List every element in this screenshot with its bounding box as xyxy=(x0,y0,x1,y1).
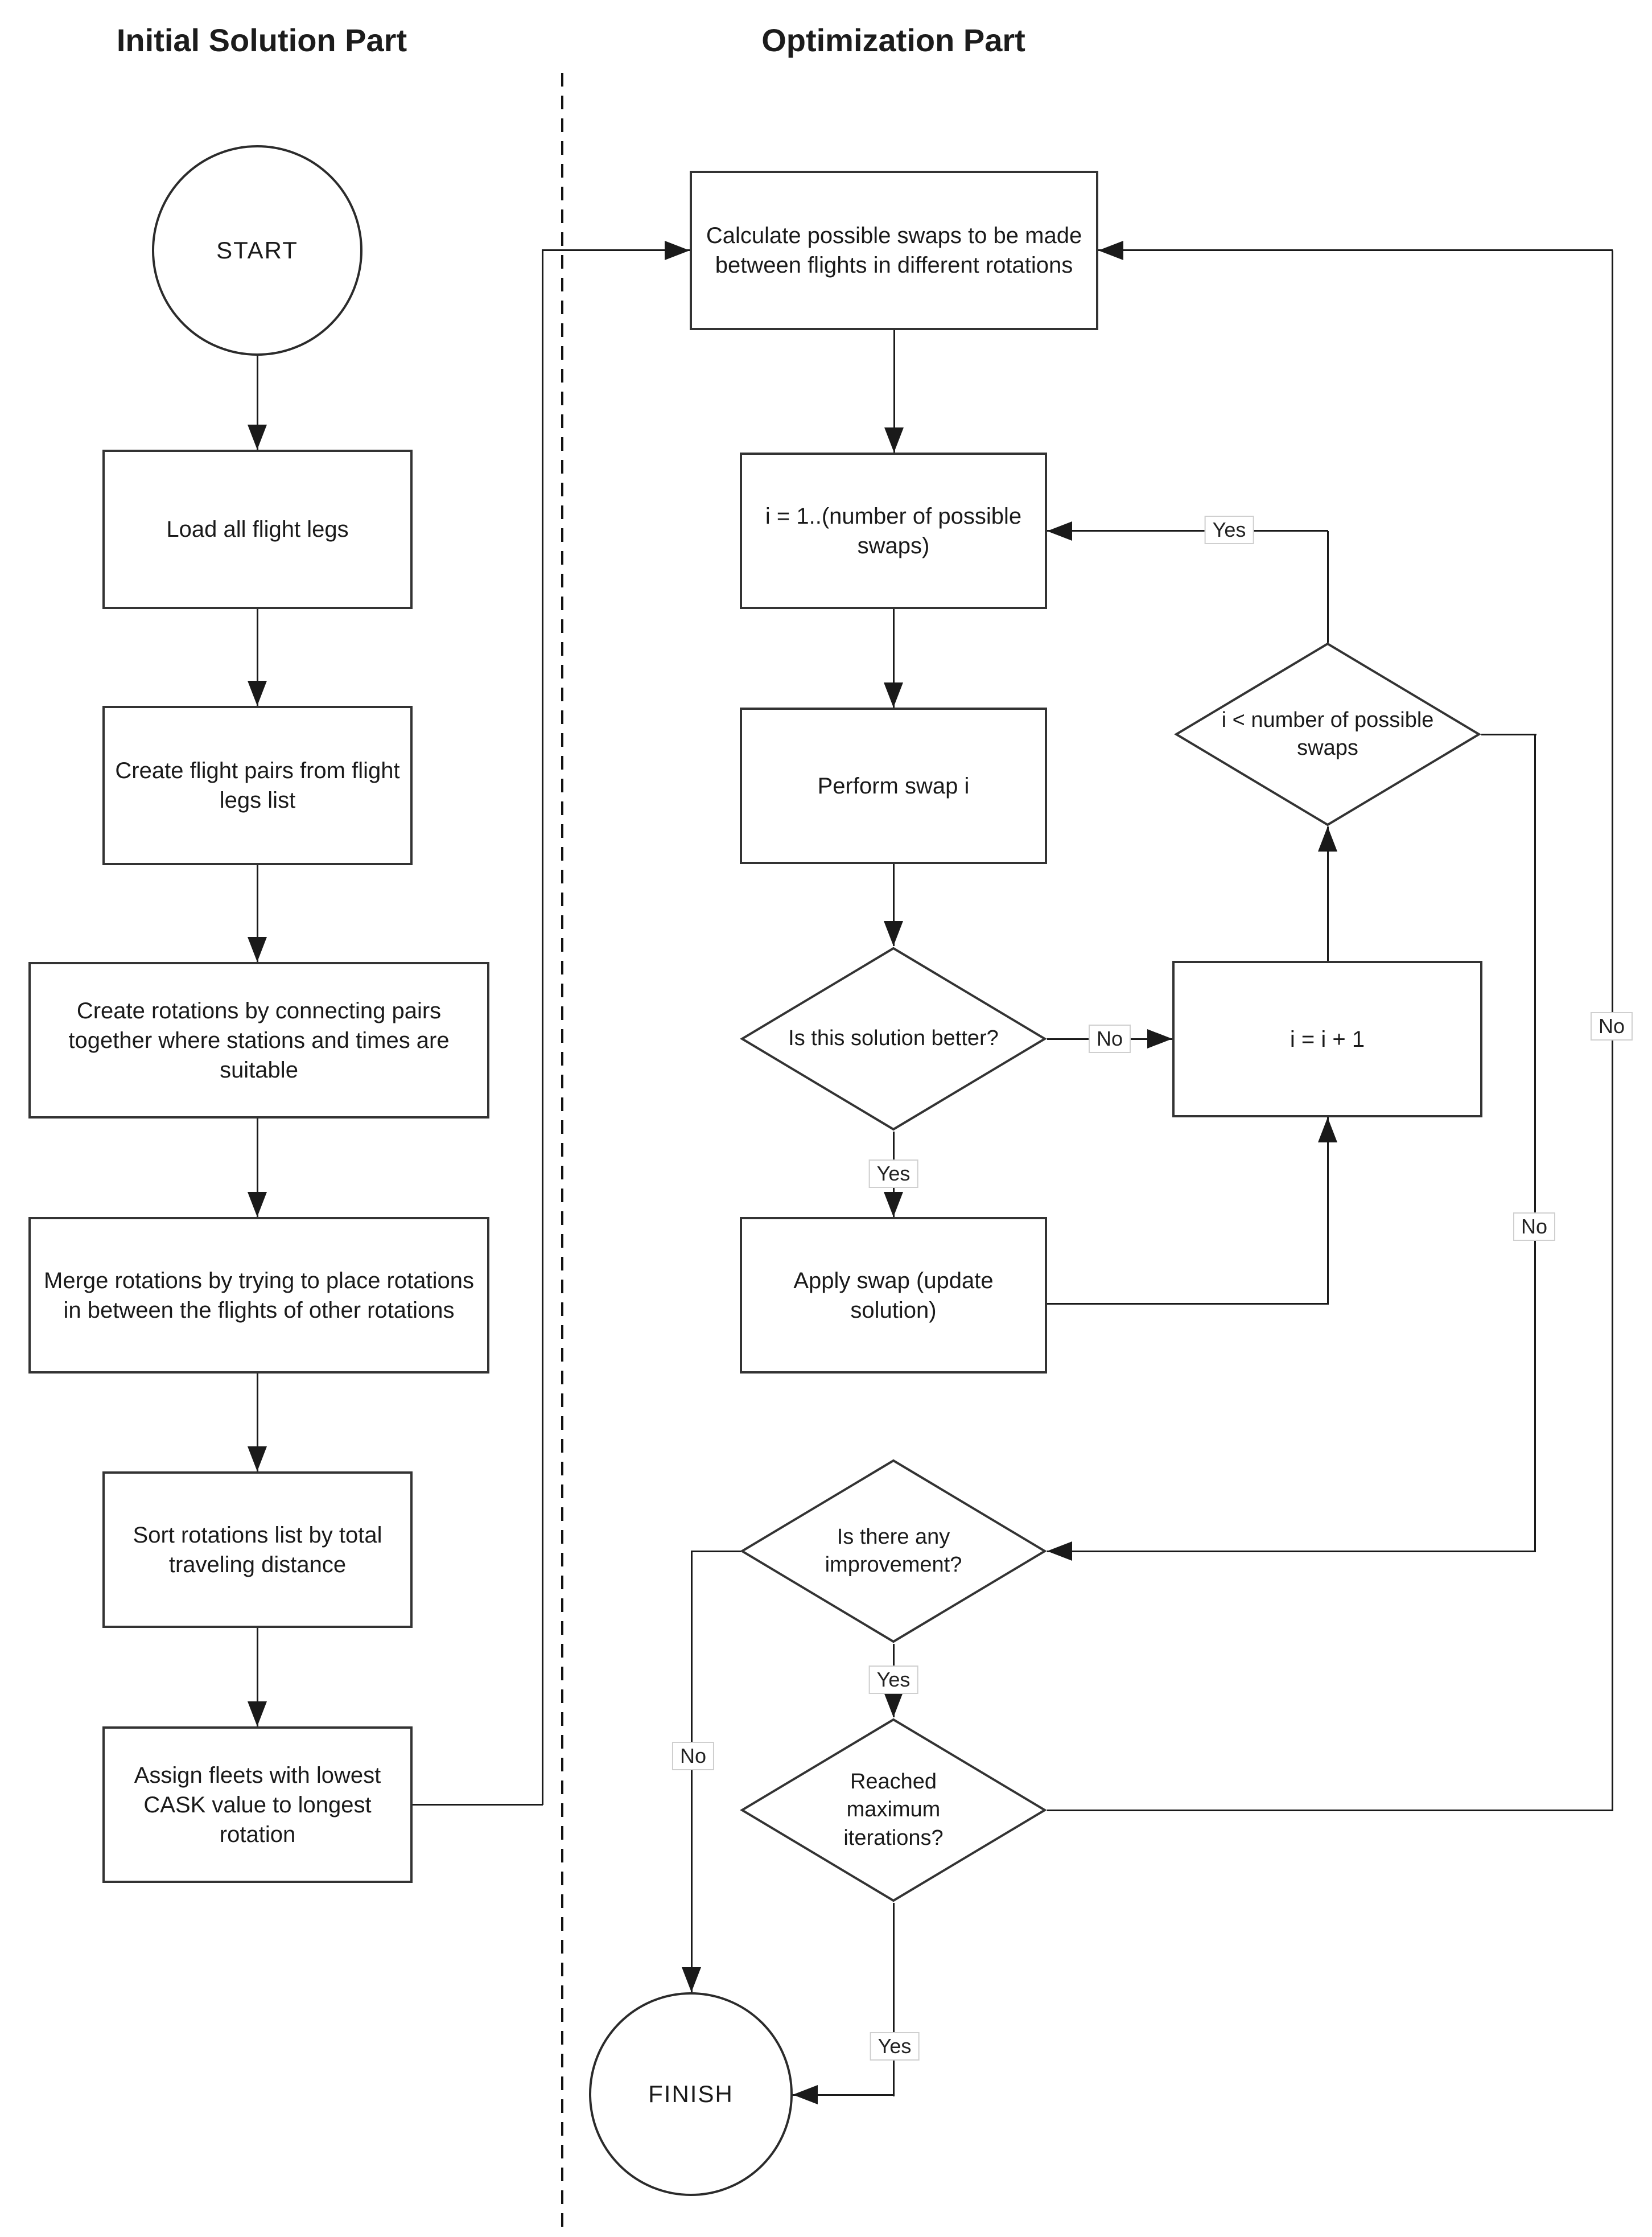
arrowhead-less-improve xyxy=(1047,1541,1072,1561)
arrowhead-incr-less xyxy=(1318,826,1337,852)
edge-reached-calc-h2 xyxy=(1098,249,1613,251)
node-merge-rotations: Merge rotations by trying to place rotat… xyxy=(28,1217,489,1374)
edge-rotations-merge xyxy=(257,1118,258,1217)
arrowhead-start-load xyxy=(248,425,267,450)
arrowhead-calc-iter xyxy=(884,427,904,453)
edge-merge-sort xyxy=(257,1374,258,1471)
edge-label-better-no: No xyxy=(1088,1025,1131,1053)
arrowhead-better-apply xyxy=(884,1192,903,1217)
node-decision-max-iterations: Reached maximum iterations? xyxy=(740,1717,1047,1903)
arrowhead-pairs-rotations xyxy=(248,937,267,962)
node-start-label: START xyxy=(216,237,298,264)
arrowhead-sort-assign xyxy=(248,1701,267,1726)
node-decision-i-less-than-swaps-text: i < number of possible swaps xyxy=(1174,642,1481,827)
node-calculate-swaps: Calculate possible swaps to be made betw… xyxy=(690,171,1098,330)
section-divider-dashed-line xyxy=(561,73,563,2231)
node-create-rotations-label: Create rotations by connecting pairs tog… xyxy=(68,998,450,1083)
arrowhead-rotations-merge xyxy=(248,1192,267,1217)
edge-label-less-yes: Yes xyxy=(1204,516,1254,544)
edge-less-iter-v xyxy=(1327,531,1329,643)
section-title-optimization: Optimization Part xyxy=(761,22,1025,58)
arrowhead-less-iter xyxy=(1047,521,1072,541)
arrowhead-reached-finish xyxy=(793,2085,818,2104)
edge-label-reached-no: No xyxy=(1590,1012,1633,1041)
edge-apply-incr-v xyxy=(1327,1117,1329,1304)
edge-reached-calc-h1 xyxy=(1047,1810,1613,1811)
node-create-flight-pairs: Create flight pairs from flight legs lis… xyxy=(102,706,413,865)
arrowhead-reached-calc xyxy=(1098,241,1123,260)
edge-reached-finish-h xyxy=(793,2094,894,2096)
edge-improve-finish-v xyxy=(691,1551,693,1992)
edge-start-load xyxy=(257,356,258,450)
arrowhead-assign-calc xyxy=(665,241,690,260)
node-increment-i-label: i = i + 1 xyxy=(1290,1026,1365,1052)
node-load-flight-legs-label: Load all flight legs xyxy=(166,517,349,542)
node-assign-fleets: Assign fleets with lowest CASK value to … xyxy=(102,1726,413,1883)
arrowhead-apply-incr xyxy=(1318,1117,1337,1142)
node-apply-swap: Apply swap (update solution) xyxy=(740,1217,1047,1374)
edge-incr-less xyxy=(1327,826,1329,961)
node-apply-swap-label: Apply swap (update solution) xyxy=(793,1268,994,1323)
edge-label-improve-yes: Yes xyxy=(868,1666,918,1694)
node-iterate-swaps-label: i = 1..(number of possible swaps) xyxy=(765,503,1022,558)
node-decision-solution-better-label: Is this solution better? xyxy=(788,1026,999,1051)
node-increment-i: i = i + 1 xyxy=(1172,961,1482,1117)
node-perform-swap: Perform swap i xyxy=(740,708,1047,864)
node-decision-any-improvement: Is there any improvement? xyxy=(740,1458,1047,1644)
diamond-shape xyxy=(740,1718,1047,1902)
node-decision-i-less-than-swaps-label: i < number of possible swaps xyxy=(1221,708,1434,760)
node-decision-any-improvement-text: Is there any improvement? xyxy=(740,1458,1047,1644)
node-decision-solution-better-text: Is this solution better? xyxy=(740,946,1047,1132)
edge-less-improve-h1 xyxy=(1481,734,1536,735)
edge-less-improve-h2 xyxy=(1047,1551,1535,1552)
edge-label-reached-yes: Yes xyxy=(870,2032,920,2061)
node-create-rotations: Create rotations by connecting pairs tog… xyxy=(28,962,489,1118)
node-perform-swap-label: Perform swap i xyxy=(817,773,970,799)
edge-label-improve-no: No xyxy=(671,1742,715,1770)
arrowhead-better-incr xyxy=(1147,1029,1172,1048)
node-decision-max-iterations-text: Reached maximum iterations? xyxy=(740,1717,1047,1903)
edge-sort-assign xyxy=(257,1628,258,1726)
section-title-initial-solution: Initial Solution Part xyxy=(116,22,407,58)
edge-improve-finish-h xyxy=(691,1551,741,1552)
node-load-flight-legs: Load all flight legs xyxy=(102,450,413,609)
diamond-shape xyxy=(1174,642,1481,826)
node-calculate-swaps-label: Calculate possible swaps to be made betw… xyxy=(706,223,1082,278)
edge-assign-calc-h2 xyxy=(542,249,690,251)
node-sort-rotations: Sort rotations list by total traveling d… xyxy=(102,1471,413,1628)
node-start-terminator: START xyxy=(152,145,362,356)
node-finish-label: FINISH xyxy=(648,2080,734,2107)
edge-pairs-rotations xyxy=(257,865,258,962)
arrowhead-improve-finish xyxy=(682,1967,701,1992)
edge-label-better-yes: Yes xyxy=(868,1159,918,1188)
edge-apply-incr-h xyxy=(1047,1303,1329,1305)
node-decision-max-iterations-label: Reached maximum iterations? xyxy=(843,1769,944,1850)
node-iterate-swaps: i = 1..(number of possible swaps) xyxy=(740,453,1047,609)
edge-load-pairs xyxy=(257,609,258,706)
edge-reached-finish-v xyxy=(893,1903,895,2096)
diamond-shape xyxy=(740,1459,1047,1643)
arrowhead-iter-perform xyxy=(884,682,903,708)
node-merge-rotations-label: Merge rotations by trying to place rotat… xyxy=(44,1268,474,1323)
edge-calc-iter xyxy=(893,330,895,453)
edge-perform-better xyxy=(893,864,895,946)
edge-assign-calc-v xyxy=(542,250,543,1805)
arrowhead-merge-sort xyxy=(248,1446,267,1471)
node-create-flight-pairs-label: Create flight pairs from flight legs lis… xyxy=(115,758,400,813)
node-sort-rotations-label: Sort rotations list by total traveling d… xyxy=(133,1522,382,1577)
edge-label-less-no: No xyxy=(1513,1212,1556,1241)
node-finish-terminator: FINISH xyxy=(589,1992,793,2196)
arrowhead-perform-better xyxy=(884,921,903,946)
arrowhead-load-pairs xyxy=(248,681,267,706)
node-decision-i-less-than-swaps: i < number of possible swaps xyxy=(1174,642,1481,827)
node-decision-any-improvement-label: Is there any improvement? xyxy=(825,1524,962,1577)
node-assign-fleets-label: Assign fleets with lowest CASK value to … xyxy=(134,1762,381,1847)
node-decision-solution-better: Is this solution better? xyxy=(740,946,1047,1132)
edge-iter-perform xyxy=(893,609,895,708)
edge-less-iter-h xyxy=(1047,530,1328,532)
arrowhead-improve-reached xyxy=(884,1692,903,1717)
diamond-shape xyxy=(740,947,1047,1131)
edge-less-improve-v xyxy=(1534,734,1536,1552)
edge-assign-calc-h1 xyxy=(413,1804,543,1806)
